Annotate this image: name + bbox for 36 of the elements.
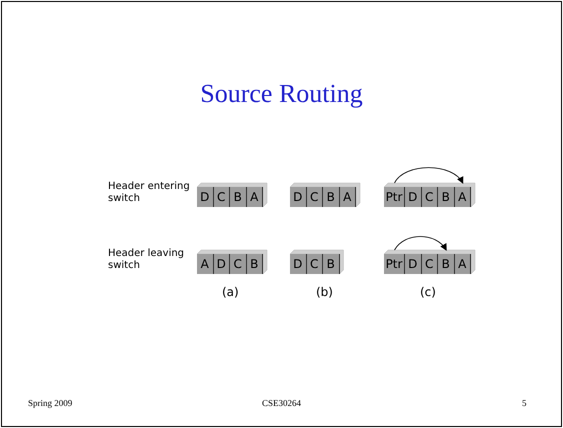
- header-field: C: [422, 187, 438, 207]
- header-field: B: [246, 254, 263, 274]
- footer-text: 5: [522, 397, 526, 410]
- curved-arrow: [394, 167, 464, 184]
- header-field: D: [290, 187, 306, 207]
- header-field: D: [214, 254, 230, 274]
- footer-text: Spring 2009: [28, 397, 72, 410]
- header-field: B: [438, 254, 454, 274]
- header-field: C: [214, 187, 230, 207]
- header-field: A: [454, 254, 471, 274]
- header-field: D: [405, 254, 422, 274]
- header-field: D: [290, 254, 306, 274]
- panel-caption: (a): [222, 284, 239, 301]
- curved-arrow: [394, 236, 447, 251]
- header-field: C: [306, 187, 323, 207]
- panel-caption: (c): [420, 284, 436, 301]
- header-field: A: [197, 254, 214, 274]
- header-field: B: [230, 187, 246, 207]
- header-field: C: [306, 254, 323, 274]
- header-field: B: [323, 254, 340, 274]
- header-field: A: [454, 187, 471, 207]
- header-field: D: [197, 187, 214, 207]
- footer-text: CSE30264: [262, 397, 302, 410]
- slide-title: Source Routing: [200, 78, 363, 110]
- row-label: Header leaving switch: [108, 248, 186, 272]
- header-field: A: [340, 187, 356, 207]
- header-field: C: [230, 254, 246, 274]
- header-field: B: [438, 187, 454, 207]
- header-field: B: [323, 187, 340, 207]
- header-field: Ptr: [384, 187, 405, 207]
- row-label: Header entering switch: [108, 181, 191, 205]
- panel-caption: (b): [316, 284, 333, 301]
- header-field: D: [405, 187, 422, 207]
- header-field: A: [246, 187, 263, 207]
- header-field: C: [422, 254, 438, 274]
- header-field: Ptr: [384, 254, 405, 274]
